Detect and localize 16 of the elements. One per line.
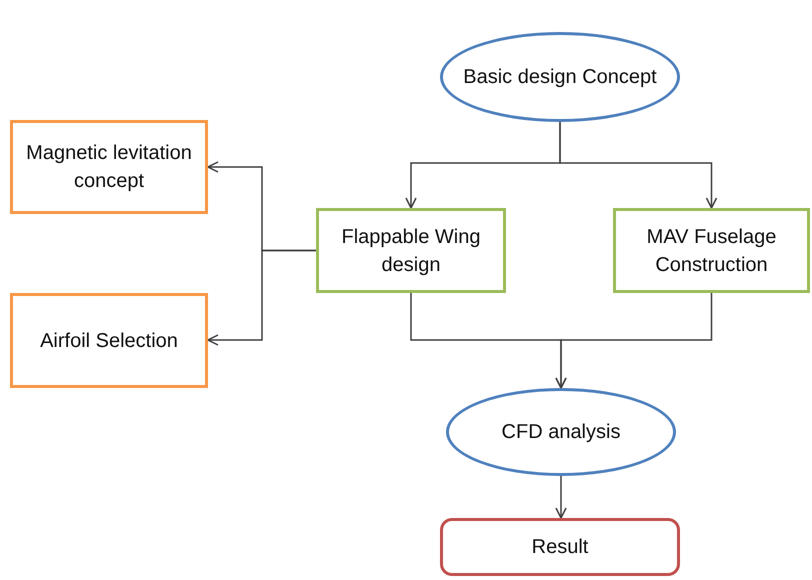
node-label: Basic design Concept — [463, 65, 657, 90]
node-label: Airfoil Selection — [40, 328, 178, 354]
arrow — [555, 293, 712, 389]
process-box — [10, 120, 208, 214]
node-label: MAV Fuselage Construction — [646, 224, 778, 278]
arrow — [555, 476, 567, 519]
process-box — [613, 208, 810, 293]
node-label: Result — [532, 535, 588, 560]
process-box — [10, 293, 208, 388]
terminal-box — [440, 518, 680, 576]
arrow — [207, 250, 316, 346]
arrow — [559, 122, 718, 209]
node-label: Magnetic levitation concept — [25, 141, 193, 194]
node-label: CFD analysis — [502, 420, 620, 445]
node-label: Flappable Wing design — [340, 224, 482, 278]
process-box — [316, 208, 506, 293]
